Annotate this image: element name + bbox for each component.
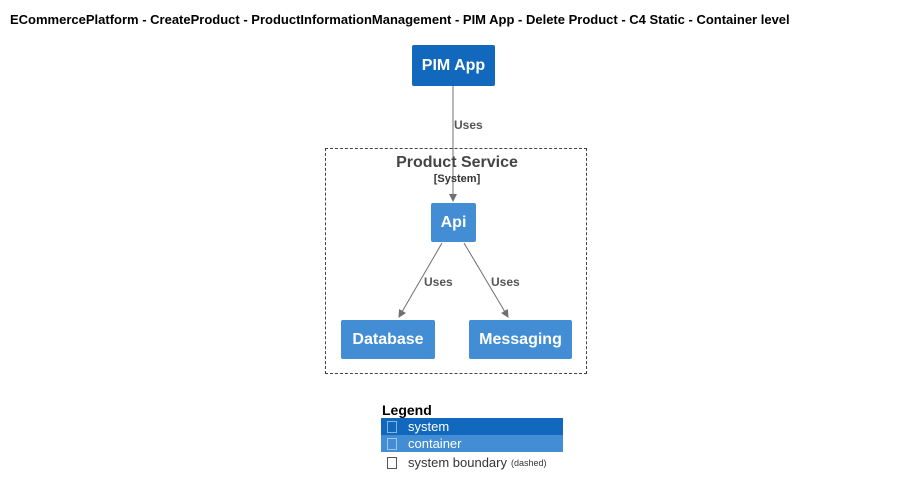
legend-label-boundary: system boundary	[408, 455, 507, 470]
boundary-type: [System]	[433, 173, 481, 185]
legend-item-boundary: system boundary (dashed)	[381, 454, 563, 471]
boundary-title: Product Service	[396, 154, 518, 171]
legend-item-container: container	[381, 435, 563, 452]
legend-note-boundary: (dashed)	[511, 457, 547, 468]
legend-swatch-container	[387, 437, 397, 450]
legend-label-system: system	[408, 419, 450, 434]
diagram-title: ECommercePlatform - CreateProduct - Prod…	[10, 12, 790, 27]
api-node[interactable]: Api	[431, 203, 476, 242]
legend-label-container: container	[408, 436, 462, 451]
edge-label-pim-to-api: Uses	[454, 118, 483, 132]
edge-api-to-database	[398, 242, 443, 318]
legend-title: Legend	[382, 402, 432, 418]
legend-swatch-boundary	[387, 456, 397, 469]
edge-api-to-messaging	[463, 242, 509, 318]
edge-label-api-to-messaging: Uses	[491, 275, 520, 289]
database-node[interactable]: Database	[341, 320, 435, 359]
legend-swatch-system	[387, 420, 397, 433]
messaging-node[interactable]: Messaging	[469, 320, 572, 359]
edge-label-api-to-database: Uses	[424, 275, 453, 289]
legend-item-system: system	[381, 418, 563, 435]
product-service-boundary: Product Service [System]	[325, 148, 587, 374]
pim-app-node[interactable]: PIM App	[412, 45, 495, 86]
